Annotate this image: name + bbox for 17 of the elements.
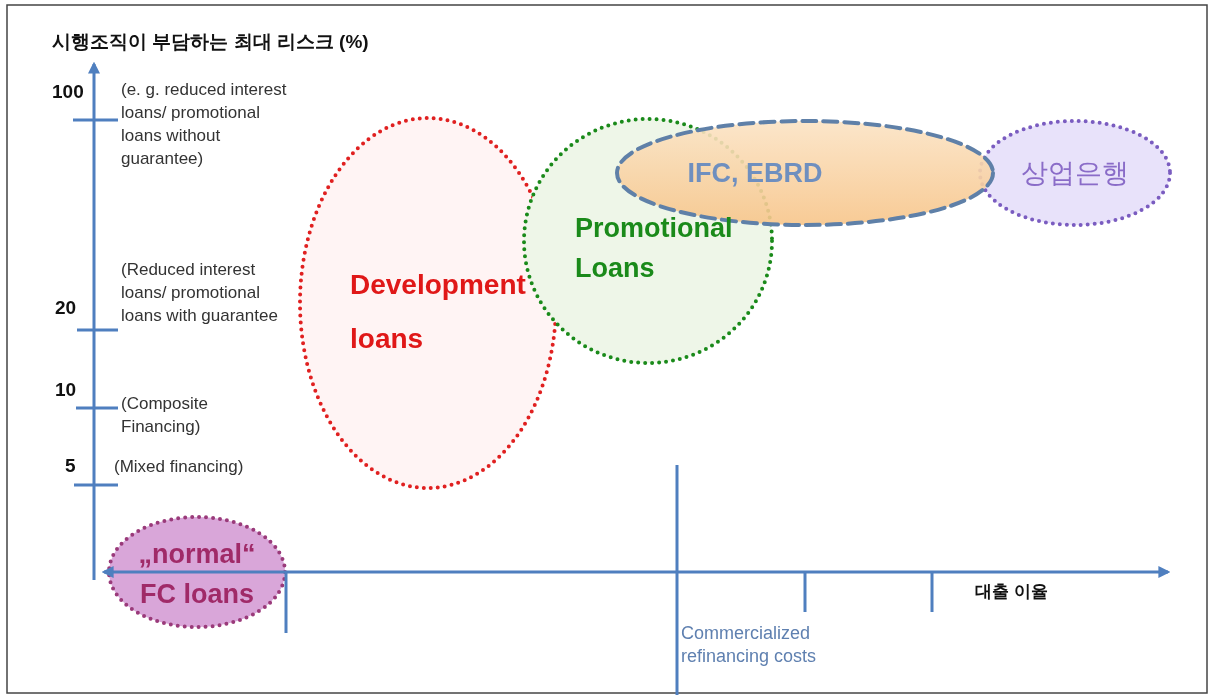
ellipse-label: 상업은행 (1020, 157, 1130, 190)
axis-title: 시행조직이 부담하는 최대 리스크 (%) (52, 30, 370, 53)
tick-label: 10 (55, 378, 78, 401)
tick-description: (Reduced interest loans/ promotional loans with guarantee (121, 259, 279, 327)
tick-description: (e. g. reduced interest loans/ promotional loans without guarantee) (121, 79, 288, 170)
ellipse-label: Promotional Loans (575, 212, 734, 285)
tick-description: (Mixed financing) (114, 456, 245, 478)
ellipse-label: „normal“ FC loans (137, 538, 257, 611)
reference-label: Commercialized refinancing costs (681, 622, 818, 668)
ellipse-label: Development loans (350, 268, 527, 356)
tick-label: 100 (52, 80, 85, 103)
axis-title: 대출 이율 (975, 581, 1049, 603)
loan-ellipse (105, 513, 289, 631)
tick-description: (Composite Financing) (121, 393, 209, 438)
tick-label: 20 (55, 296, 78, 319)
tick-label: 5 (65, 454, 77, 477)
ellipse-label: IFC, EBRD (686, 157, 824, 190)
